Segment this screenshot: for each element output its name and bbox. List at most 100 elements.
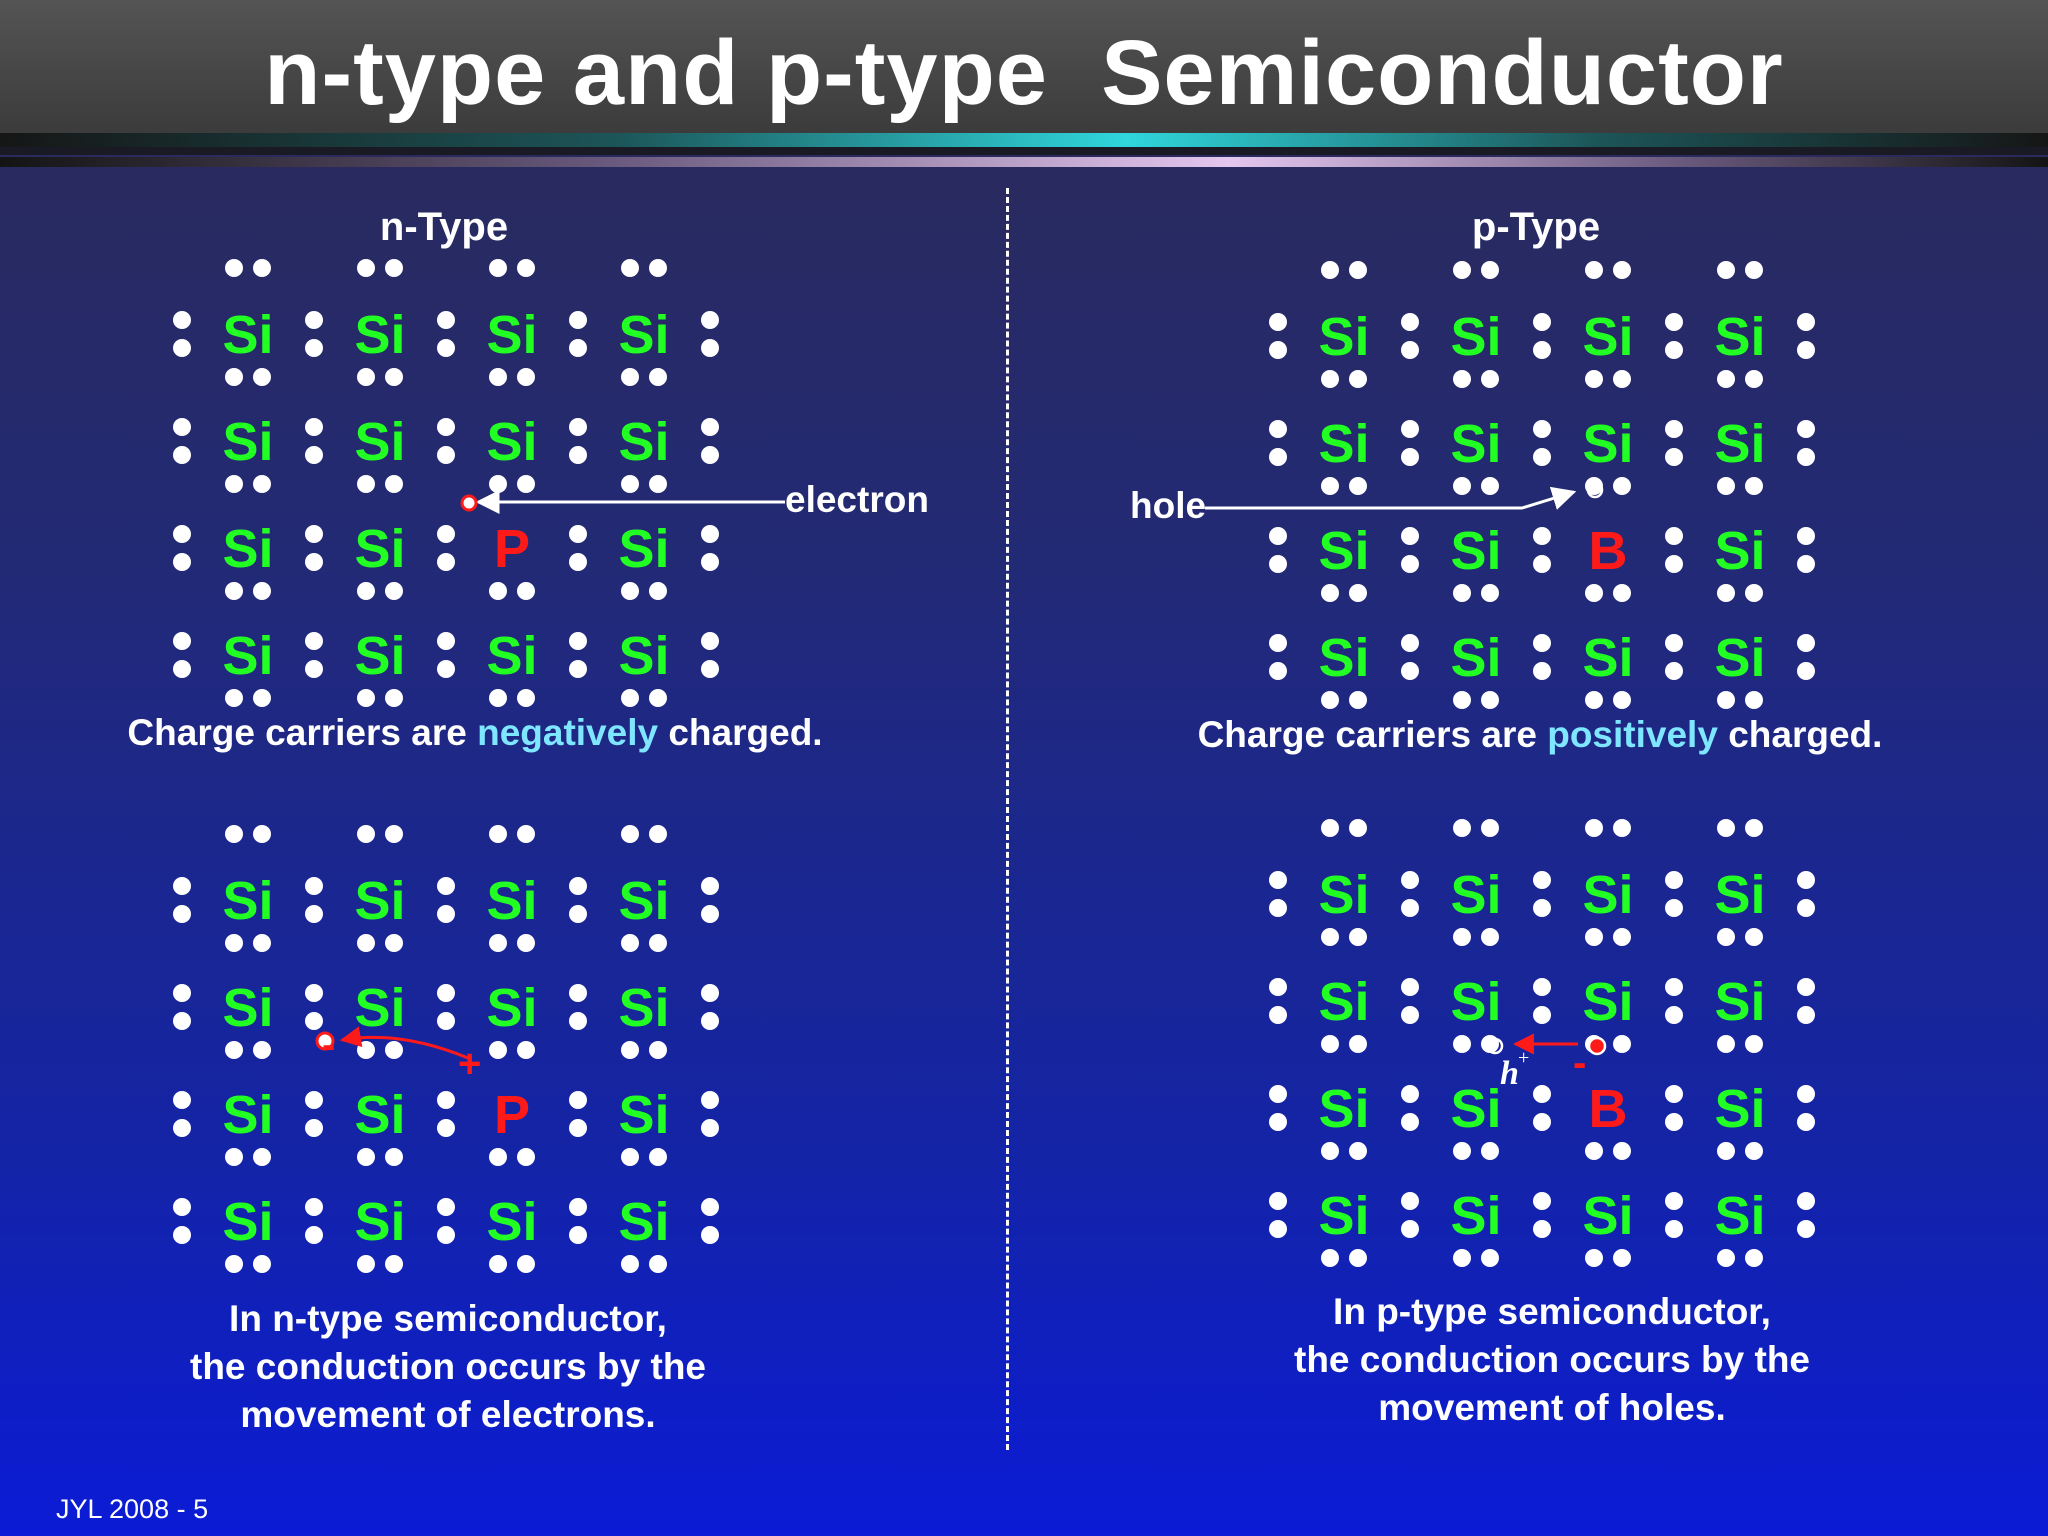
- silicon-atom: Si: [618, 871, 669, 931]
- valence-electron: [1717, 1035, 1735, 1053]
- valence-electron: [1585, 370, 1603, 388]
- silicon-atom: Si: [1714, 1186, 1765, 1246]
- hole-symbol-plus: +: [1518, 1047, 1529, 1069]
- silicon-atom: Si: [1582, 1186, 1633, 1246]
- valence-electron: [569, 984, 587, 1002]
- silicon-atom: Si: [1318, 972, 1369, 1032]
- valence-electron: [1665, 1085, 1683, 1103]
- valence-electron: [173, 525, 191, 543]
- silicon-atom: Si: [1450, 1186, 1501, 1246]
- valence-electron: [1401, 1085, 1419, 1103]
- n-type-caption: Charge carriers are negatively charged.: [127, 712, 823, 753]
- valence-electron: [1745, 691, 1763, 709]
- valence-electron: [1797, 634, 1815, 652]
- valence-electron: [385, 582, 403, 600]
- valence-electron: [1481, 477, 1499, 495]
- silicon-atom: Si: [618, 1192, 669, 1252]
- valence-electron: [1797, 1006, 1815, 1024]
- valence-electron: [385, 825, 403, 843]
- silicon-atom: Si: [1582, 972, 1633, 1032]
- silicon-atom: Si: [1714, 628, 1765, 688]
- valence-electron: [1613, 261, 1631, 279]
- hole-symbol: h: [1500, 1055, 1519, 1092]
- acceptor-minus-sign: -: [1573, 1041, 1586, 1085]
- valence-electron: [569, 660, 587, 678]
- valence-electron: [1797, 341, 1815, 359]
- valence-electron: [701, 553, 719, 571]
- valence-electron: [1349, 819, 1367, 837]
- valence-electron: [1665, 1006, 1683, 1024]
- valence-electron: [437, 905, 455, 923]
- valence-electron: [1533, 341, 1551, 359]
- silicon-atom: Si: [1450, 521, 1501, 581]
- valence-electron: [701, 1198, 719, 1216]
- valence-electron: [1613, 1142, 1631, 1160]
- valence-electron: [517, 368, 535, 386]
- valence-electron: [1401, 899, 1419, 917]
- valence-electron: [437, 418, 455, 436]
- valence-electron: [437, 877, 455, 895]
- valence-electron: [489, 1148, 507, 1166]
- valence-electron: [1665, 1113, 1683, 1131]
- valence-electron: [1401, 1006, 1419, 1024]
- valence-electron: [1613, 928, 1631, 946]
- valence-electron: [569, 525, 587, 543]
- valence-electron: [517, 689, 535, 707]
- valence-electron: [1613, 1035, 1631, 1053]
- valence-electron: [357, 368, 375, 386]
- valence-electron: [569, 418, 587, 436]
- valence-electron: [357, 689, 375, 707]
- valence-electron: [1533, 1006, 1551, 1024]
- valence-electron: [305, 446, 323, 464]
- valence-electron: [1797, 978, 1815, 996]
- silicon-atom: Si: [1714, 307, 1765, 367]
- valence-electron: [1349, 370, 1367, 388]
- silicon-atom: Si: [1318, 1079, 1369, 1139]
- valence-electron: [385, 1255, 403, 1273]
- silicon-atom: Si: [1714, 865, 1765, 925]
- valence-electron: [1585, 928, 1603, 946]
- n-type-heading: n-Type: [379, 205, 509, 249]
- valence-electron: [437, 525, 455, 543]
- valence-electron: [305, 311, 323, 329]
- dopant-atom: B: [1589, 1079, 1628, 1139]
- valence-electron: [385, 259, 403, 277]
- valence-electron: [1745, 477, 1763, 495]
- valence-electron: [225, 259, 243, 277]
- valence-electron: [1321, 477, 1339, 495]
- valence-electron: [569, 1012, 587, 1030]
- valence-electron: [305, 1198, 323, 1216]
- valence-electron: [1797, 1192, 1815, 1210]
- captured-electron-dot: [1587, 1036, 1607, 1056]
- valence-electron: [253, 582, 271, 600]
- valence-electron: [701, 1012, 719, 1030]
- valence-electron: [1481, 584, 1499, 602]
- valence-electron: [305, 660, 323, 678]
- valence-electron: [1269, 313, 1287, 331]
- valence-electron: [1717, 819, 1735, 837]
- valence-electron: [1585, 1142, 1603, 1160]
- valence-electron: [1745, 1142, 1763, 1160]
- electron-annotation: electron: [460, 479, 929, 520]
- valence-electron: [1269, 420, 1287, 438]
- silicon-atom: Si: [486, 978, 537, 1038]
- valence-electron: [1585, 819, 1603, 837]
- valence-electron: [1349, 477, 1367, 495]
- valence-electron: [1745, 261, 1763, 279]
- silicon-atom: Si: [1318, 307, 1369, 367]
- valence-electron: [1269, 634, 1287, 652]
- valence-electron: [437, 1119, 455, 1137]
- electron-movement: - +: [315, 1023, 481, 1086]
- valence-electron: [701, 660, 719, 678]
- valence-electron: [173, 984, 191, 1002]
- valence-electron: [649, 259, 667, 277]
- valence-electron: [357, 1148, 375, 1166]
- valence-electron: [1745, 1249, 1763, 1267]
- valence-electron: [305, 1091, 323, 1109]
- valence-electron: [1585, 261, 1603, 279]
- valence-electron: [1321, 1249, 1339, 1267]
- silicon-atom: Si: [1582, 414, 1633, 474]
